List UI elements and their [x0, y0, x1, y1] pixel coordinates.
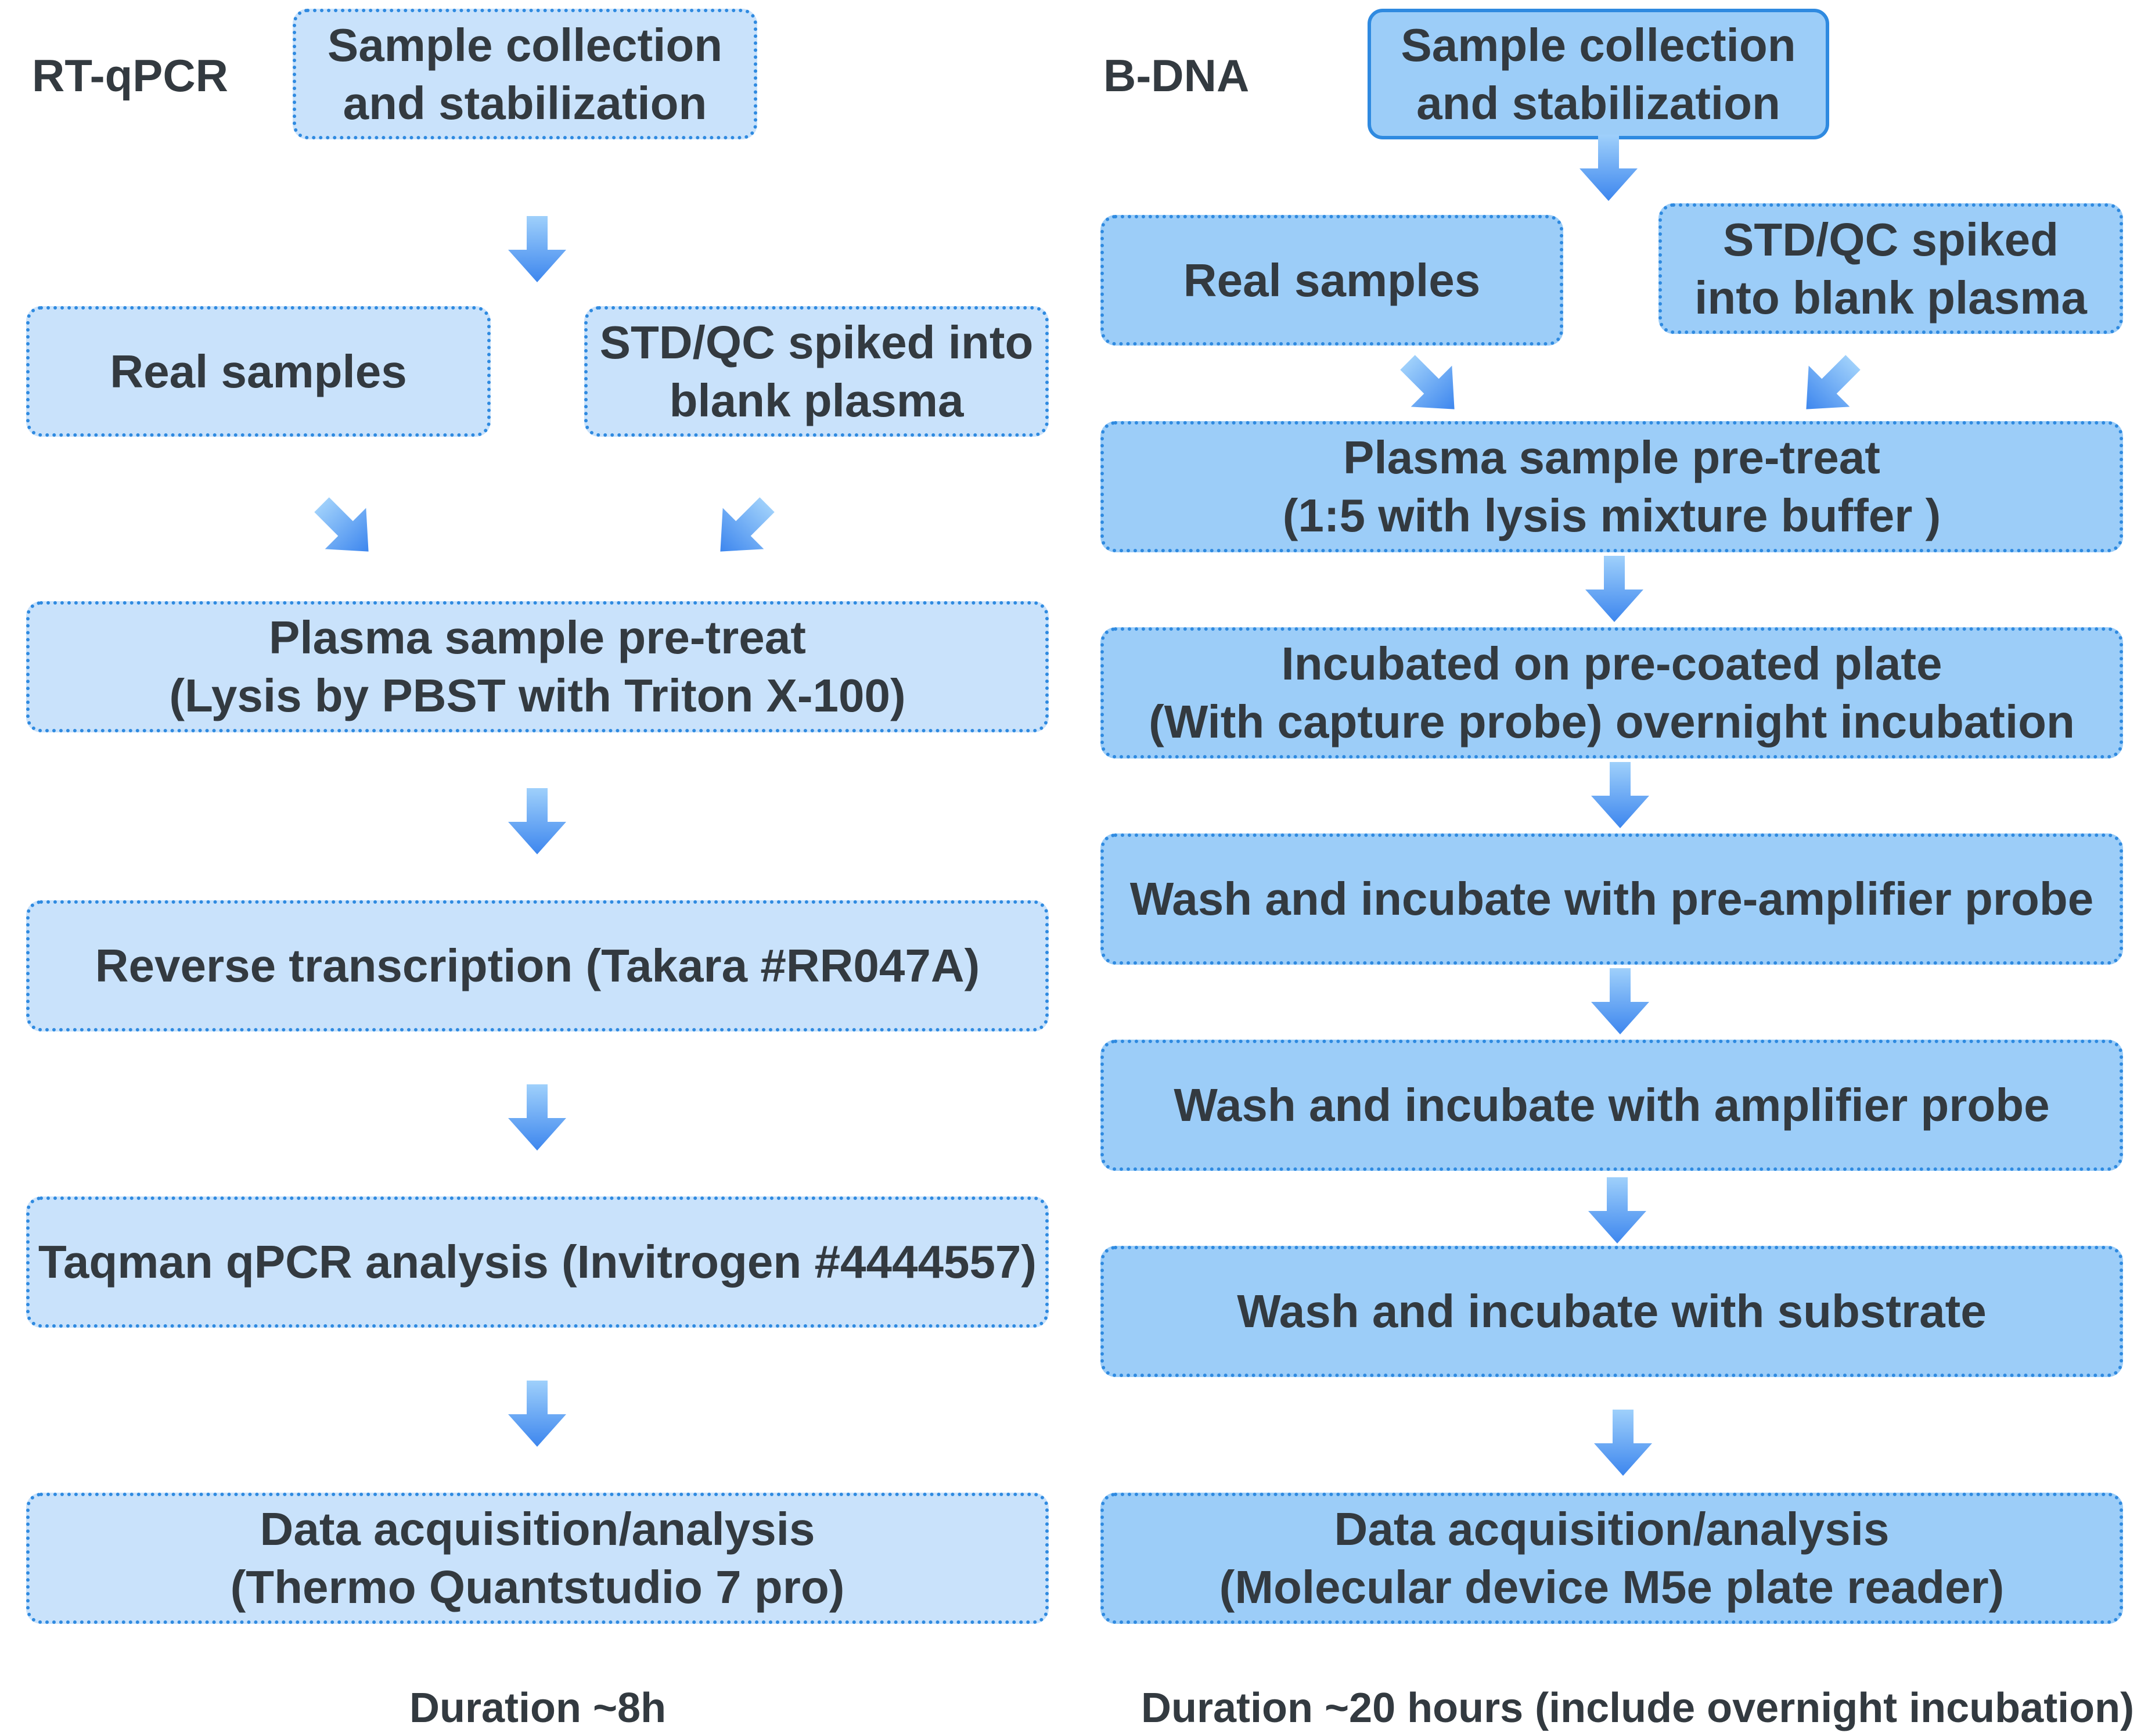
- rt-data-acq-line2: (Thermo Quantstudio 7 pro): [230, 1561, 845, 1613]
- bdna-pretreat-line1: Plasma sample pre-treat: [1343, 432, 1880, 483]
- rt-arrow-diagonal-right: [314, 494, 377, 563]
- rt-sample-collection-line1: Sample collection: [327, 19, 723, 71]
- bdna-wash-preamp-box: Wash and incubate with pre-amplifier pro…: [1100, 833, 2123, 965]
- rt-data-acq-box: Data acquisition/analysis (Thermo Quants…: [26, 1493, 1049, 1624]
- bdna-data-acq-line1: Data acquisition/analysis: [1334, 1503, 1890, 1555]
- rt-std-qc-box: STD/QC spiked into blank plasma: [584, 306, 1049, 437]
- bdna-arrow-down-1: [1577, 134, 1640, 203]
- rt-pretreat-box: Plasma sample pre-treat (Lysis by PBST w…: [26, 601, 1049, 732]
- bdna-arrow-diagonal-left: [1797, 351, 1861, 421]
- bdna-std-qc-line2: into blank plasma: [1694, 271, 2087, 324]
- bdna-sample-collection-line2: and stabilization: [1416, 77, 1780, 129]
- rt-arrow-down-4: [505, 1379, 569, 1449]
- bdna-pretreat-line2: (1:5 with lysis mixture buffer ): [1282, 490, 1941, 541]
- rt-data-acq-line1: Data acquisition/analysis: [260, 1503, 815, 1555]
- rt-std-qc-line2: blank plasma: [669, 374, 964, 426]
- rt-pretreat-line2: (Lysis by PBST with Triton X-100): [169, 670, 906, 721]
- bdna-incubated-line2: (With capture probe) overnight incubatio…: [1149, 696, 2075, 747]
- bdna-data-acq-box: Data acquisition/analysis (Molecular dev…: [1100, 1493, 2123, 1624]
- bdna-data-acq-line2: (Molecular device M5e plate reader): [1219, 1561, 2005, 1613]
- bdna-real-samples-box: Real samples: [1100, 215, 1563, 346]
- rt-taqman-box: Taqman qPCR analysis (Invitrogen #444455…: [26, 1196, 1049, 1328]
- rt-real-samples-label: Real samples: [110, 345, 407, 397]
- bdna-incubated-box: Incubated on pre-coated plate (With capt…: [1100, 627, 2123, 759]
- bdna-title: B-DNA: [1103, 50, 1250, 101]
- rt-sample-collection-box: Sample collection and stabilization: [293, 9, 757, 139]
- rt-arrow-diagonal-left: [711, 494, 775, 563]
- bdna-std-qc-line1: STD/QC spiked: [1723, 213, 2059, 265]
- rt-arrow-down-3: [505, 1083, 569, 1153]
- bdna-arrow-down-6: [1591, 1408, 1655, 1478]
- bdna-arrow-down-5: [1585, 1176, 1649, 1246]
- rt-sample-collection-line2: and stabilization: [343, 77, 707, 129]
- bdna-wash-amp-label: Wash and incubate with amplifier probe: [1174, 1079, 2050, 1131]
- rt-pretreat-line1: Plasma sample pre-treat: [269, 612, 806, 663]
- bdna-arrow-down-2: [1582, 555, 1646, 624]
- bdna-duration: Duration ~20 hours (include overnight in…: [1141, 1685, 2135, 1731]
- bdna-sample-collection-box: Sample collection and stabilization: [1368, 9, 1829, 139]
- bdna-arrow-down-3: [1588, 761, 1652, 831]
- rt-std-qc-line1: STD/QC spiked into: [599, 316, 1034, 368]
- rt-reverse-transcription-box: Reverse transcription (Takara #RR047A): [26, 900, 1049, 1031]
- bdna-wash-amp-box: Wash and incubate with amplifier probe: [1100, 1040, 2123, 1171]
- bdna-wash-preamp-label: Wash and incubate with pre-amplifier pro…: [1129, 873, 2094, 925]
- bdna-arrow-diagonal-right: [1399, 351, 1463, 421]
- bdna-std-qc-box: STD/QC spiked into blank plasma: [1658, 203, 2123, 334]
- bdna-real-samples-label: Real samples: [1183, 254, 1481, 306]
- rt-arrow-down-2: [505, 787, 569, 857]
- bdna-arrow-down-4: [1588, 967, 1652, 1037]
- rt-qpcr-title: RT-qPCR: [32, 50, 228, 101]
- bdna-pretreat-box: Plasma sample pre-treat (1:5 with lysis …: [1100, 421, 2123, 552]
- rt-taqman-label: Taqman qPCR analysis (Invitrogen #444455…: [38, 1236, 1037, 1288]
- rt-reverse-transcription-label: Reverse transcription (Takara #RR047A): [95, 940, 980, 991]
- bdna-incubated-line1: Incubated on pre-coated plate: [1281, 638, 1942, 689]
- bdna-sample-collection-line1: Sample collection: [1401, 19, 1796, 71]
- rt-duration: Duration ~8h: [409, 1685, 667, 1731]
- rt-real-samples-box: Real samples: [26, 306, 491, 437]
- bdna-wash-substrate-box: Wash and incubate with substrate: [1100, 1246, 2123, 1377]
- rt-arrow-down-1: [505, 215, 569, 285]
- bdna-wash-substrate-label: Wash and incubate with substrate: [1237, 1285, 1987, 1337]
